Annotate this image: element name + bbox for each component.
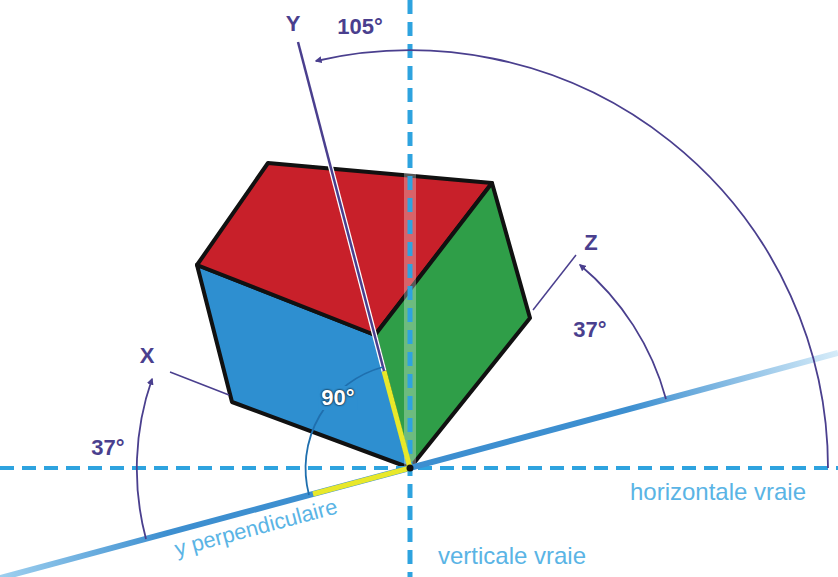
tilted-horizontal xyxy=(0,353,838,577)
x-axis xyxy=(170,372,229,395)
axis-letter: X xyxy=(140,345,155,367)
angle-arc xyxy=(316,50,828,468)
angle-value: 90° xyxy=(318,386,357,410)
angle-value: 105° xyxy=(337,16,383,38)
y-axis xyxy=(298,42,384,371)
angle-value: 37° xyxy=(573,319,606,341)
line-caption: horizontale vraie xyxy=(630,480,806,504)
axis-letter: Z xyxy=(584,232,597,254)
angle-arc xyxy=(137,379,152,539)
line-caption: verticale vraie xyxy=(438,544,586,568)
yellow-segment xyxy=(384,371,410,468)
green-face xyxy=(375,183,530,468)
true-vertical xyxy=(408,0,413,577)
yellow-segment xyxy=(313,468,410,494)
origin-dot xyxy=(407,465,414,472)
angle-value: 37° xyxy=(91,437,124,459)
axis-letter: Y xyxy=(286,13,301,35)
axis-halo xyxy=(298,42,384,371)
z-axis xyxy=(533,255,576,310)
right-angle-arc xyxy=(306,367,383,495)
